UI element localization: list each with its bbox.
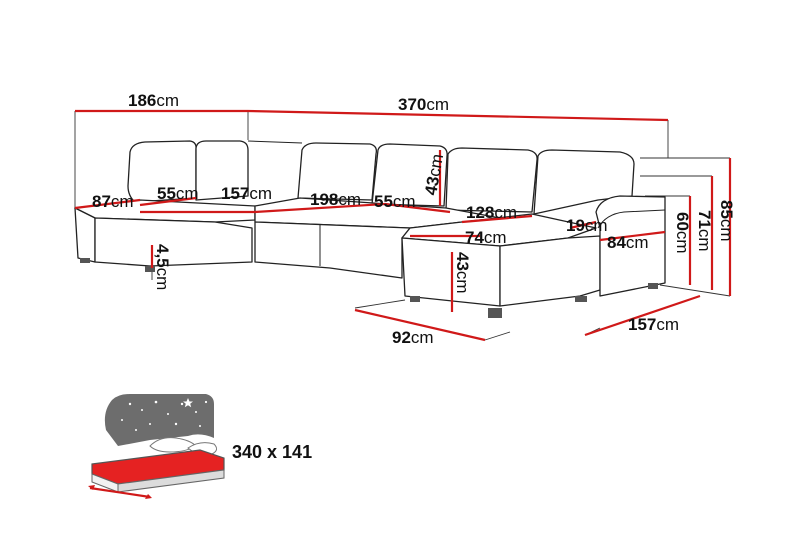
leg: [80, 258, 90, 263]
dim-label-seat-height: 43cm: [453, 252, 472, 294]
dim-label-chaise-width: 92cm: [392, 328, 434, 347]
dim-label-left-seat-depth: 87cm: [92, 192, 134, 211]
left-chaise-front: [74, 207, 96, 263]
dim-label-total-height: 85cm: [717, 200, 736, 242]
back-cushion-left-1: [127, 140, 197, 203]
bed-size-label: 340 x 141: [232, 442, 312, 462]
leg: [410, 296, 420, 302]
back-cushion-mid-1: [297, 142, 378, 201]
dim-label-total-width: 370cm: [398, 95, 449, 114]
dim-label-left-seat-length: 157cm: [221, 184, 272, 203]
pillow-icon: [149, 437, 197, 453]
left-chaise-side: [94, 217, 253, 267]
dim-label-chaise-length: 128cm: [466, 203, 517, 222]
dimension-lines: [74, 109, 732, 342]
back-cushion-mid-2: [371, 143, 448, 207]
back-cushion-right-1: [445, 147, 538, 213]
dimension-labels: 186cm 370cm 87cm 55cm 157cm 198cm 55cm 4…: [92, 91, 736, 347]
night-sky-icon: [104, 394, 214, 446]
middle-seat-front: [254, 221, 411, 279]
dim-label-chaise-depth: 157cm: [628, 315, 679, 334]
dim-label-chaise-inner: 74cm: [465, 228, 507, 247]
leg: [648, 283, 658, 289]
dim-label-armrest-width: 19cm: [566, 216, 608, 235]
dim-label-leg-height: 4,5cm: [153, 244, 172, 290]
dim-label-back-height: 43cm: [421, 152, 447, 196]
dim-label-left-seat-inner: 55cm: [157, 184, 199, 203]
sleep-function-icon: 340 x 141: [88, 394, 312, 499]
dim-label-middle-seat-depth: 55cm: [374, 192, 416, 211]
dim-label-back-top-height: 71cm: [695, 210, 714, 252]
right-armrest: [595, 195, 666, 297]
dim-label-middle-seat-length: 198cm: [310, 190, 361, 209]
dim-label-armrest-height: 60cm: [673, 212, 692, 254]
sofa-drawing: [74, 140, 666, 318]
dim-label-total-left-width: 186cm: [128, 91, 179, 110]
leg: [488, 308, 502, 318]
right-chaise-side: [499, 235, 601, 307]
stars-icon: [121, 398, 208, 431]
leg: [575, 296, 587, 302]
dim-label-armrest-depth: 84cm: [607, 233, 649, 252]
leg: [145, 266, 155, 272]
back-cushion-left-2: [195, 140, 249, 201]
